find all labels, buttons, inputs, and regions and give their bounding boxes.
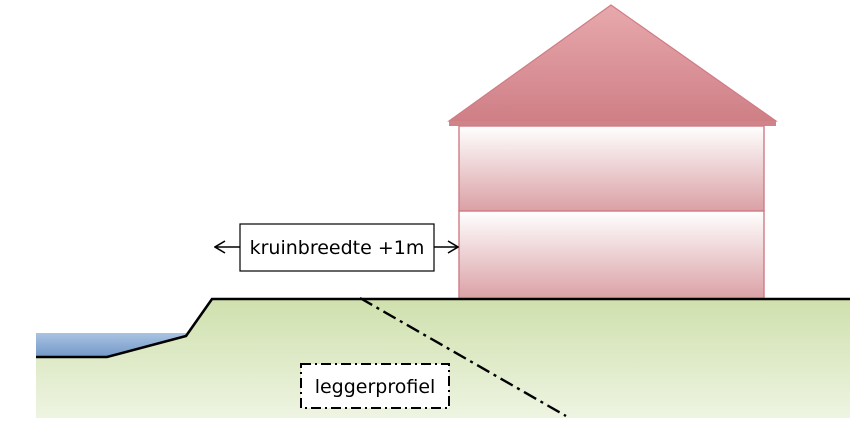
profile-label-box: [300, 363, 450, 409]
house-upper-floor: [458, 125, 765, 212]
profile-label: leggerprofiel: [315, 376, 436, 398]
house-lower-floor: [458, 210, 765, 300]
crest-width-label: kruinbreedte +1m: [250, 237, 425, 259]
ground-surface-line: [36, 297, 850, 359]
legger-profile-line: [359, 296, 567, 418]
house-eave: [449, 121, 776, 126]
house-roof: [447, 4, 778, 122]
ground: [36, 299, 850, 418]
crest-width-label-box: [239, 223, 435, 272]
